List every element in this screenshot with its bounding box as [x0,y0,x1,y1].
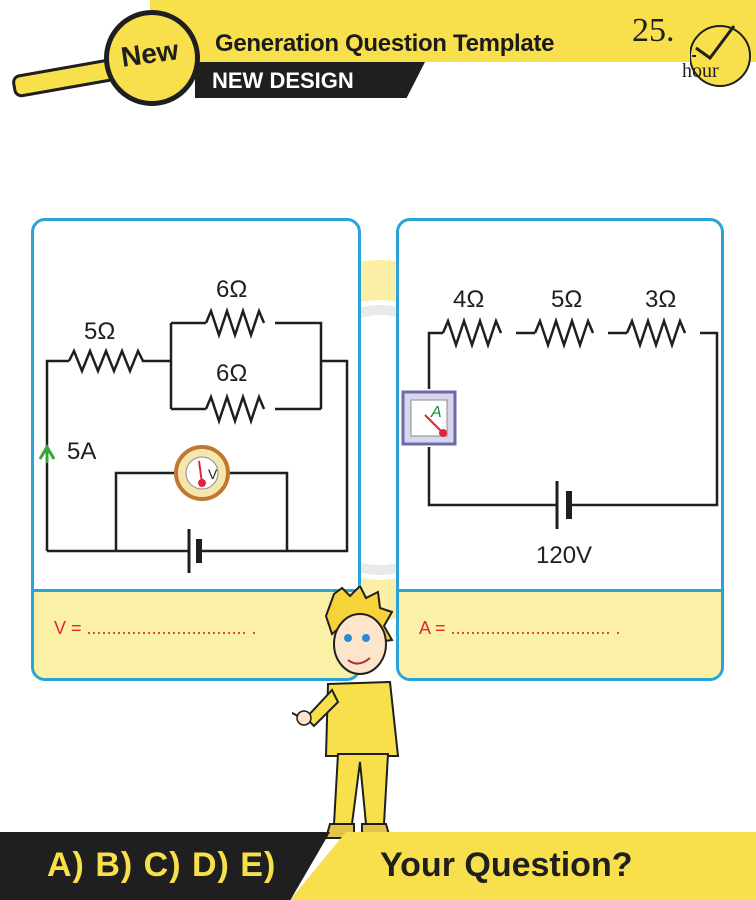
current-label: 5A [67,438,96,465]
clock-unit: hour [682,60,719,82]
clock-number: 25. [632,12,675,49]
page-title: Generation Question Template [215,30,555,57]
boy-character-illustration [292,586,400,839]
voltmeter-label: V [208,466,218,482]
subtitle-band [195,62,425,98]
voltmeter-icon: V [174,445,230,501]
header-band [150,0,756,62]
resistor-label-6ohm-bottom: 6Ω [216,360,247,387]
right-circuit-diagram: A 4Ω 5Ω 3Ω 120V [401,286,719,569]
question-prompt: Your Question? [380,846,633,884]
ammeter-label: A [430,404,442,421]
battery-label: 120V [536,542,592,569]
left-circuit-panel: 5Ω 6Ω 6Ω 5A V V = ......................… [31,218,361,681]
footer-choices-band [0,832,330,900]
voltage-answer-field[interactable]: V = ................................ . [54,618,257,638]
resistor-label-3ohm: 3Ω [645,286,676,313]
answer-choices[interactable]: A) B) C) D) E) [47,846,277,884]
right-answer-strip: A = ................................ . [399,589,721,678]
current-arrow-icon [38,444,56,463]
ammeter-icon: A [401,390,457,446]
left-answer-strip: V = ................................ . [34,589,358,678]
right-circuit-panel: A 4Ω 5Ω 3Ω 120V A = ....................… [396,218,724,681]
resistor-label-4ohm: 4Ω [453,286,484,313]
resistor-label-6ohm-top: 6Ω [216,276,247,303]
clock-icon [690,25,751,87]
left-circuit-diagram: 5Ω 6Ω 6Ω 5A V [38,276,349,573]
resistor-label-5ohm-right: 5Ω [551,286,582,313]
current-answer-field[interactable]: A = ................................ . [419,618,621,638]
page-subtitle: NEW DESIGN [212,68,354,93]
footer-question-band [290,832,756,900]
magnifier-badge [104,10,200,106]
resistor-label-5ohm: 5Ω [84,318,115,345]
